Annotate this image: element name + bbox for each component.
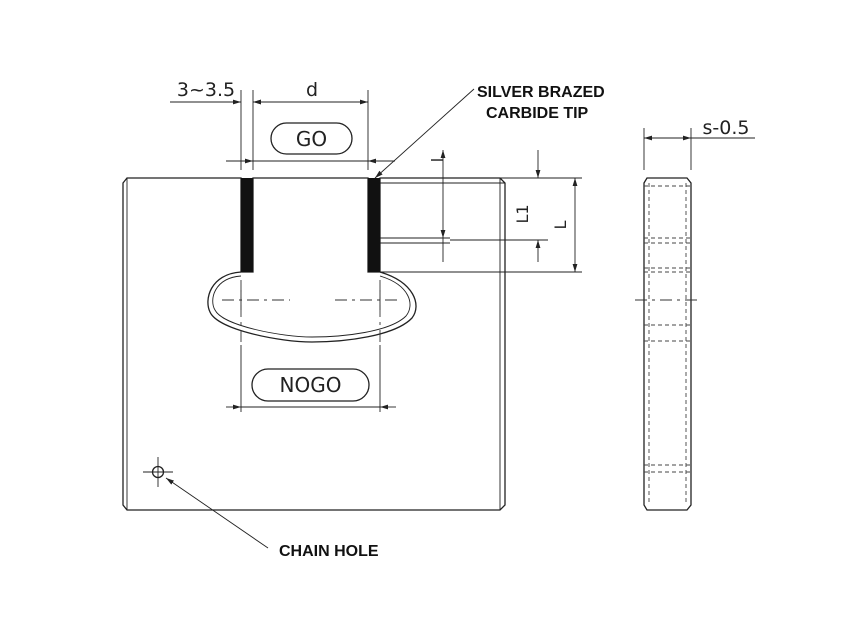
svg-text:GO: GO	[296, 127, 327, 151]
dimension-thickness: s-0.5	[643, 117, 755, 170]
svg-text:CHAIN HOLE: CHAIN HOLE	[279, 543, 379, 560]
gauge-side-view	[635, 177, 700, 511]
svg-text:L1: L1	[513, 204, 532, 223]
dimension-tip-length: l	[428, 150, 447, 262]
svg-text:s-0.5: s-0.5	[703, 117, 750, 139]
carbide-tip-callout: SILVER BRAZED CARBIDE TIP	[374, 84, 605, 179]
svg-text:l: l	[428, 158, 447, 162]
gauge-body	[122, 177, 506, 511]
chain-hole	[143, 457, 173, 487]
svg-text:3~3.5: 3~3.5	[177, 79, 235, 101]
dimension-l1: L1	[380, 150, 548, 262]
dimension-overall-length: L	[380, 177, 582, 273]
cutout-centerlines	[222, 280, 400, 345]
dimension-slot-width: d	[253, 79, 369, 170]
svg-text:SILVER BRAZED: SILVER BRAZED	[477, 84, 605, 101]
svg-text:d: d	[306, 79, 318, 101]
left-carbide-tip	[241, 178, 253, 272]
svg-text:CARBIDE TIP: CARBIDE TIP	[486, 105, 589, 122]
gauge-cutout	[207, 271, 417, 343]
right-carbide-tip	[368, 178, 380, 272]
dimension-slot-offset: 3~3.5	[170, 79, 275, 170]
go-marking: GO	[270, 122, 353, 155]
svg-text:NOGO: NOGO	[280, 373, 342, 397]
chain-hole-callout: CHAIN HOLE	[165, 477, 379, 560]
svg-text:L: L	[551, 220, 570, 229]
nogo-marking: NOGO	[251, 368, 370, 402]
